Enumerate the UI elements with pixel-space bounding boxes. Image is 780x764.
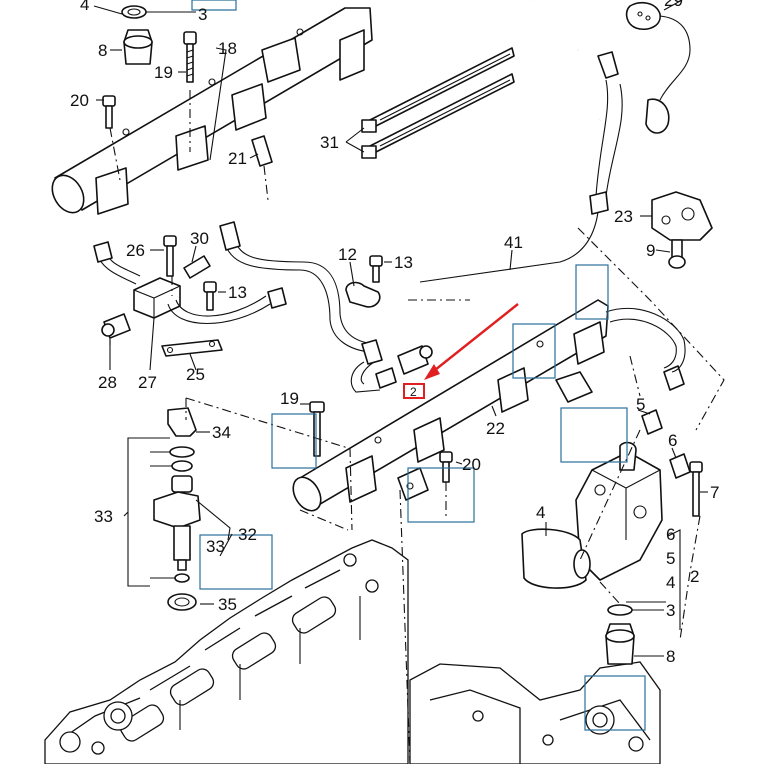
callout-3-top: 3 bbox=[198, 5, 207, 24]
callout-4-right: 4 bbox=[666, 573, 675, 592]
callout-19-mid: 19 bbox=[280, 389, 299, 408]
part-31-cable-ties bbox=[361, 47, 515, 159]
callout-33-inner: 33 bbox=[206, 537, 225, 556]
part-25-bracket bbox=[161, 339, 223, 357]
part-5-6-fittings bbox=[641, 365, 691, 479]
part-34-clip bbox=[167, 407, 197, 437]
injector-seals bbox=[169, 446, 195, 472]
callout-27: 27 bbox=[138, 373, 157, 392]
callout-32: 32 bbox=[238, 525, 257, 544]
part-23-bracket bbox=[651, 191, 713, 241]
high-pressure-pump bbox=[521, 441, 663, 589]
assembly-lines bbox=[109, 90, 725, 764]
callout-13-right: 13 bbox=[394, 253, 413, 272]
callout-6-right: 6 bbox=[666, 525, 675, 544]
callout-4-top: 4 bbox=[80, 0, 89, 14]
callout-2: 2 bbox=[690, 567, 699, 586]
part-30-sensor bbox=[183, 255, 211, 279]
callout-25: 25 bbox=[186, 365, 205, 384]
callout-7: 7 bbox=[710, 483, 719, 502]
callout-26: 26 bbox=[126, 241, 145, 260]
leader-lines bbox=[93, 0, 708, 657]
part-12-clip bbox=[345, 281, 381, 308]
callout-30: 30 bbox=[190, 229, 209, 248]
callout-41: 41 bbox=[504, 233, 523, 252]
callout-21: 21 bbox=[228, 149, 247, 168]
part-26-bolt bbox=[163, 235, 177, 277]
part-13-bolt-left bbox=[203, 281, 217, 311]
part-20-bolt-mid bbox=[439, 451, 453, 483]
engine-block bbox=[44, 539, 661, 764]
part-19-bolt-mid bbox=[309, 401, 325, 457]
pump-pressure-line bbox=[605, 307, 686, 373]
callout-22: 22 bbox=[486, 419, 505, 438]
callout-31: 31 bbox=[320, 133, 339, 152]
callout-23: 23 bbox=[614, 207, 633, 226]
part-9-bolt bbox=[668, 239, 686, 269]
callout-3-bottom: 3 bbox=[666, 601, 675, 620]
part-29-pressure-line bbox=[625, 1, 691, 134]
callout-28: 28 bbox=[98, 373, 117, 392]
highlight-arrow bbox=[403, 303, 519, 399]
part-8-roller-tappet bbox=[123, 29, 153, 65]
part-3-seal-ring bbox=[121, 5, 147, 19]
part-20-bolt bbox=[102, 95, 116, 129]
callout-33-left: 33 bbox=[94, 507, 113, 526]
part-13-bolt-right bbox=[369, 255, 383, 283]
fuel-injector bbox=[153, 475, 201, 583]
part-3-seal-lower bbox=[607, 604, 633, 616]
hint-boxes bbox=[199, 264, 646, 731]
callout-5-right: 5 bbox=[666, 549, 675, 568]
callout-5-top: 5 bbox=[636, 395, 645, 414]
highlight-marker-label: 2 bbox=[410, 385, 417, 399]
callout-8-top: 8 bbox=[98, 41, 107, 60]
part-21-union bbox=[251, 135, 273, 167]
part-7-bolt bbox=[689, 461, 703, 517]
fuel-hose-top bbox=[419, 0, 623, 283]
callout-20-mid: 20 bbox=[462, 455, 481, 474]
callout-13-left: 13 bbox=[228, 283, 247, 302]
fuel-line-left-to-rail bbox=[167, 287, 287, 325]
fuel-rail-upper bbox=[51, 0, 373, 215]
part-8-tappet-lower bbox=[605, 623, 635, 665]
fuel-line-left bbox=[93, 221, 383, 393]
callout-19-top: 19 bbox=[154, 63, 173, 82]
part-19-bolt bbox=[183, 31, 197, 83]
callout-20-top: 20 bbox=[70, 91, 89, 110]
callout-labels: 4 3 29 8 18 19 20 31 21 23 9 26 30 12 13… bbox=[70, 0, 719, 666]
callout-12: 12 bbox=[338, 245, 357, 264]
fuel-rail-main bbox=[292, 299, 609, 512]
callout-9: 9 bbox=[646, 241, 655, 260]
callout-35: 35 bbox=[218, 595, 237, 614]
callout-18: 18 bbox=[218, 39, 237, 58]
part-2-pressure-sensor bbox=[375, 345, 433, 389]
callout-29: 29 bbox=[664, 0, 683, 10]
callout-8-bottom: 8 bbox=[666, 647, 675, 666]
callout-6-top: 6 bbox=[668, 431, 677, 450]
callout-4-pump: 4 bbox=[536, 503, 545, 522]
part-35-ring bbox=[167, 593, 197, 611]
part-28-sensor bbox=[101, 313, 131, 339]
callout-34: 34 bbox=[212, 423, 231, 442]
